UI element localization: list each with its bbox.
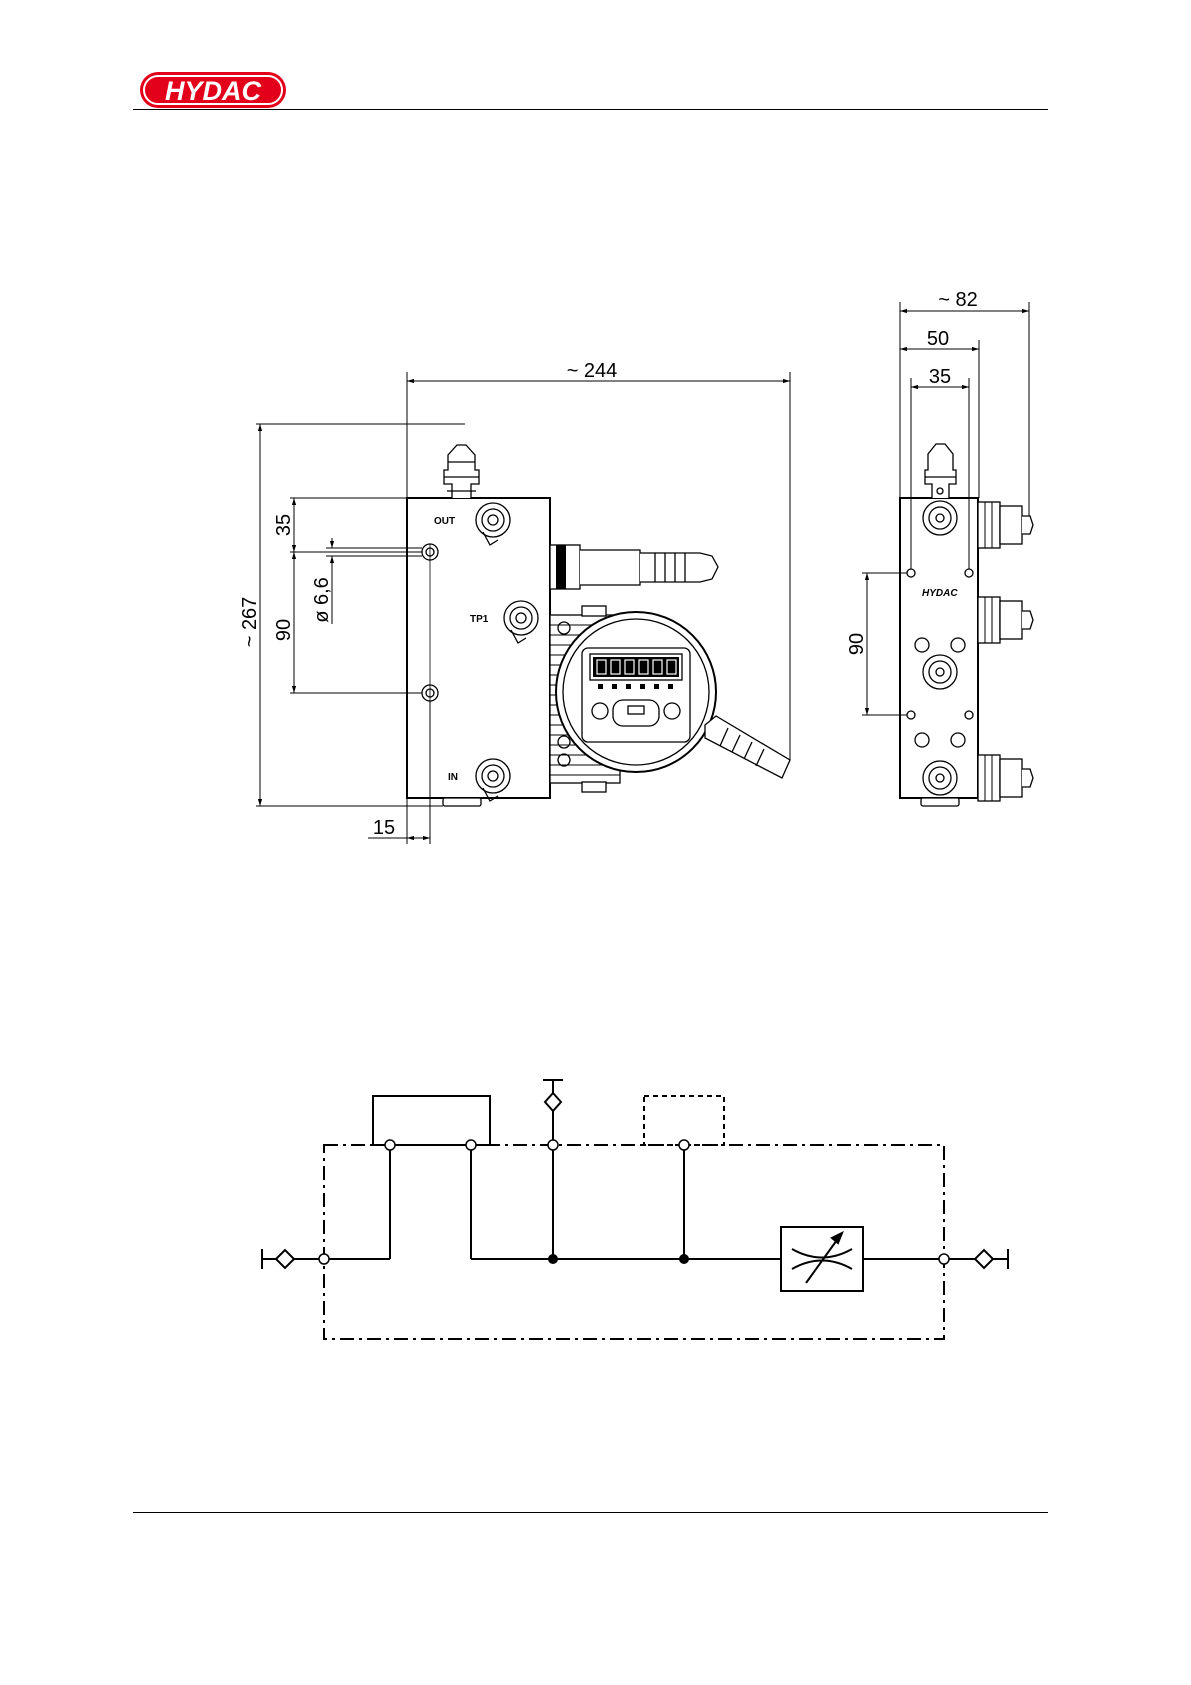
hydraulic-schematic	[0, 0, 1191, 1685]
datasheet-page: HYDAC	[0, 0, 1191, 1685]
